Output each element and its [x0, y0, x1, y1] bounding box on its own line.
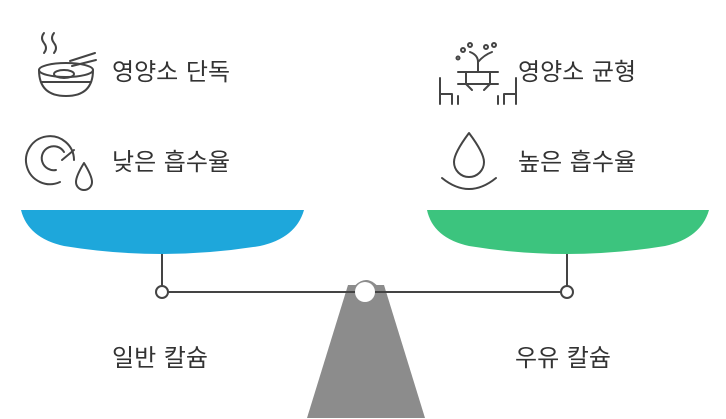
left-item-absorption: 낮은 흡수율 — [112, 148, 231, 176]
right-item-nutrient: 영양소 균형 — [518, 58, 637, 86]
water-drop-icon — [441, 132, 497, 190]
right-pan — [427, 210, 709, 254]
right-hanger-joint — [560, 285, 574, 299]
gauge-drop-icon — [25, 135, 93, 191]
table-tree-icon — [439, 42, 517, 105]
left-hanger-joint — [155, 285, 169, 299]
left-pan — [21, 210, 304, 254]
left-base-label: 일반 칼슘 — [112, 344, 208, 372]
scale-stand — [307, 285, 425, 418]
left-item-nutrient: 영양소 단독 — [112, 58, 231, 86]
scale-pivot — [355, 282, 375, 302]
food-bowl-icon — [38, 32, 97, 97]
right-item-absorption: 높은 흡수율 — [518, 148, 637, 176]
right-base-label: 우유 칼슘 — [515, 344, 611, 372]
